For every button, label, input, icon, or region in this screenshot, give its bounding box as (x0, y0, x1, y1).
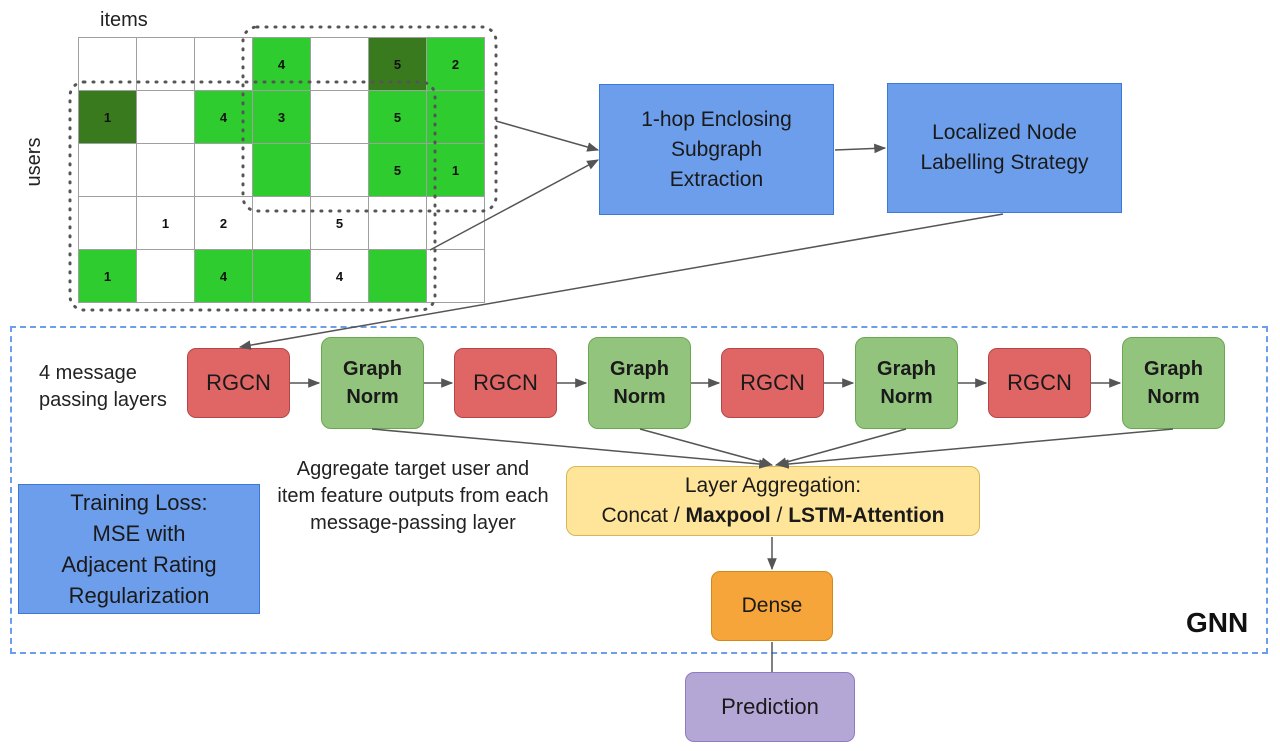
gnn-label: GNN (1186, 607, 1249, 638)
graph-norm-2-line-1: Graph (610, 358, 669, 380)
matrix-cell (252, 143, 311, 197)
graph-norm-3-line-1: Graph (877, 358, 936, 380)
layer-aggregation-title: Layer Aggregation: (684, 474, 862, 497)
aggregate-note-line-2: item feature outputs from each (277, 485, 549, 507)
matrix-cell: 5 (368, 143, 427, 197)
layer-aggregation-options: Concat / Maxpool / LSTM-Attention (601, 501, 944, 531)
matrix-cell (136, 90, 195, 144)
matrix-cell: 4 (194, 249, 253, 303)
node-labelling-line-1: Localized Node (932, 121, 1077, 144)
dense-label: Dense (741, 594, 803, 617)
arrow-extraction-to-labelling (834, 143, 887, 154)
rgcn-layer-1: RGCN (187, 348, 290, 418)
subgraph-extraction-line-1: 1-hop Enclosing (641, 107, 792, 131)
arrow-norm1-to-aggregation (371, 428, 772, 469)
gnn-frame (10, 326, 1268, 654)
rgcn-layer-3: RGCN (721, 348, 824, 418)
subgraph-outline-users (68, 80, 437, 312)
rgcn-layer-4: RGCN (988, 348, 1091, 418)
rgcn-layer-3-label: RGCN (740, 370, 805, 395)
graph-norm-3-line-2: Norm (880, 386, 933, 408)
aggregate-note-line-3: message-passing layer (310, 512, 516, 534)
message-passing-note: 4 message passing layers (39, 360, 167, 414)
subgraph-outline-items (241, 25, 498, 213)
rgcn-layer-2-label: RGCN (473, 370, 538, 395)
matrix-cell: 2 (426, 37, 485, 91)
aggregation-separator-1: / (668, 504, 686, 527)
node-labelling-line-2: Labelling Strategy (920, 151, 1089, 174)
aggregation-option-concat: Concat (601, 504, 669, 527)
training-loss-line-3: Adjacent Rating (61, 552, 217, 577)
message-passing-note-line-2: passing layers (39, 389, 167, 411)
prediction-label: Prediction (721, 694, 819, 719)
graph-norm-4-line-2: Norm (1147, 386, 1200, 408)
matrix-cell (310, 143, 369, 197)
graph-norm-2-line-2: Norm (613, 386, 666, 408)
arrow-norm4-to-aggregation (776, 428, 1174, 469)
dense-box: Dense (711, 571, 833, 641)
graph-norm-4-line-1: Graph (1144, 358, 1203, 380)
matrix-cell (136, 249, 195, 303)
matrix-cell (252, 249, 311, 303)
rgcn-layer-1-label: RGCN (206, 370, 271, 395)
matrix-cell: 5 (368, 90, 427, 144)
subgraph-extraction-line-3: Extraction (669, 167, 764, 191)
training-loss-box: Training Loss: MSE with Adjacent Rating … (18, 484, 260, 614)
message-passing-note-line-1: 4 message (39, 362, 137, 384)
matrix-cell (78, 196, 137, 250)
matrix-cell (310, 90, 369, 144)
graph-norm-1-line-2: Norm (346, 386, 399, 408)
training-loss-line-1: Training Loss: (70, 490, 208, 515)
matrix-cell: 1 (78, 249, 137, 303)
matrix-cell: 5 (310, 196, 369, 250)
rgcn-layer-2: RGCN (454, 348, 557, 418)
aggregate-note: Aggregate target user and item feature o… (268, 456, 558, 537)
arrow-matrix-to-extraction-1 (495, 120, 600, 152)
items-axis-label: items (100, 9, 148, 31)
aggregate-note-line-1: Aggregate target user and (296, 458, 530, 480)
node-labelling-box: Localized Node Labelling Strategy (887, 83, 1122, 213)
matrix-cell (368, 196, 427, 250)
rgcn-layer-4-label: RGCN (1007, 370, 1072, 395)
arrow-labelling-to-rgcn (238, 213, 1004, 350)
training-loss-line-4: Regularization (68, 583, 210, 608)
matrix-cell: 1 (136, 196, 195, 250)
aggregation-option-maxpool: Maxpool (685, 504, 771, 527)
arrow-matrix-to-extraction-2 (429, 159, 600, 251)
arrow-norm3-to-aggregation (774, 428, 907, 467)
aggregation-separator-2: / (770, 504, 789, 527)
arrow-norm2-to-aggregation (639, 428, 774, 467)
graph-norm-1-line-1: Graph (343, 358, 402, 380)
matrix-cell (252, 196, 311, 250)
subgraph-extraction-box: 1-hop Enclosing Subgraph Extraction (599, 84, 834, 215)
subgraph-extraction-line-2: Subgraph (670, 137, 763, 161)
aggregation-option-lstm-attention: LSTM-Attention (788, 504, 945, 527)
prediction-box: Prediction (685, 672, 855, 742)
training-loss-line-2: MSE with (92, 521, 186, 546)
